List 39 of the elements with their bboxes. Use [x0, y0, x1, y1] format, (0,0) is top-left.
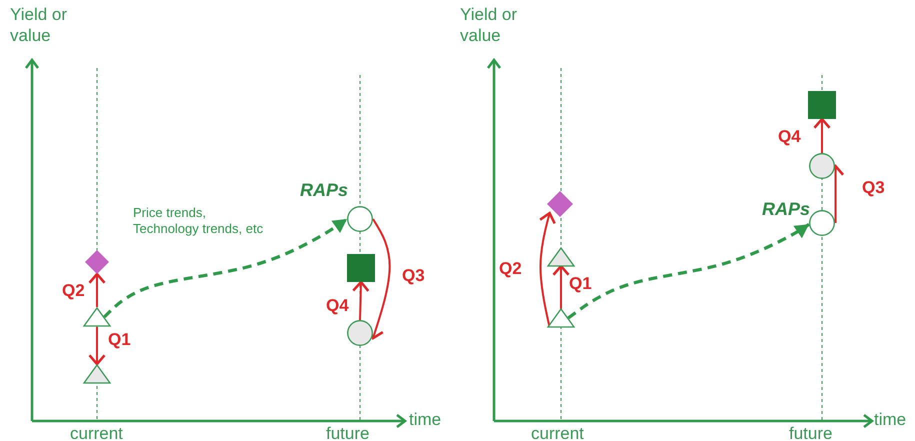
edge-label: Price trends, Technology trends, etc: [133, 205, 264, 237]
node-caption: RAPs: [762, 199, 810, 220]
edge-label: Q2: [499, 259, 522, 279]
axis-title: time: [874, 409, 906, 430]
arrow: [88, 272, 106, 308]
circle-marker: [347, 206, 373, 232]
circle-marker: [347, 320, 373, 346]
edge-label: Q4: [778, 127, 801, 147]
diamond-marker: [85, 250, 109, 274]
axis-tick-label: future: [326, 423, 370, 441]
edge-label: Q3: [402, 266, 425, 286]
axis-tick-label: current: [70, 423, 123, 441]
edge-label: Q3: [862, 178, 885, 198]
dashed-arrow: [103, 218, 348, 318]
arrow: [538, 212, 556, 326]
triangle-marker: [84, 308, 110, 326]
edge-label: Q2: [62, 281, 85, 301]
node-caption: RAPs: [300, 180, 348, 201]
triangle-marker: [548, 309, 574, 327]
dashed-arrow: [567, 222, 810, 320]
arrow: [552, 264, 570, 309]
diamond-marker: [547, 191, 573, 217]
triangle-marker: [548, 248, 574, 266]
axis-title: Yield or value: [460, 4, 518, 46]
circle-marker: [809, 210, 835, 236]
axis-title: Yield or value: [10, 4, 68, 46]
edge-label: Q4: [326, 296, 349, 316]
axis-title: time: [409, 409, 442, 430]
circle-marker: [809, 153, 835, 179]
triangle-marker: [84, 365, 110, 383]
edge-label: Q1: [569, 274, 592, 294]
arrow: [352, 280, 370, 320]
square-marker: [808, 91, 836, 119]
edge-label: Q1: [108, 330, 131, 350]
arrow: [88, 326, 106, 366]
arrow: [813, 118, 831, 153]
square-marker: [347, 254, 375, 282]
axis-tick-label: future: [789, 423, 832, 441]
axis-tick-label: current: [531, 423, 584, 441]
